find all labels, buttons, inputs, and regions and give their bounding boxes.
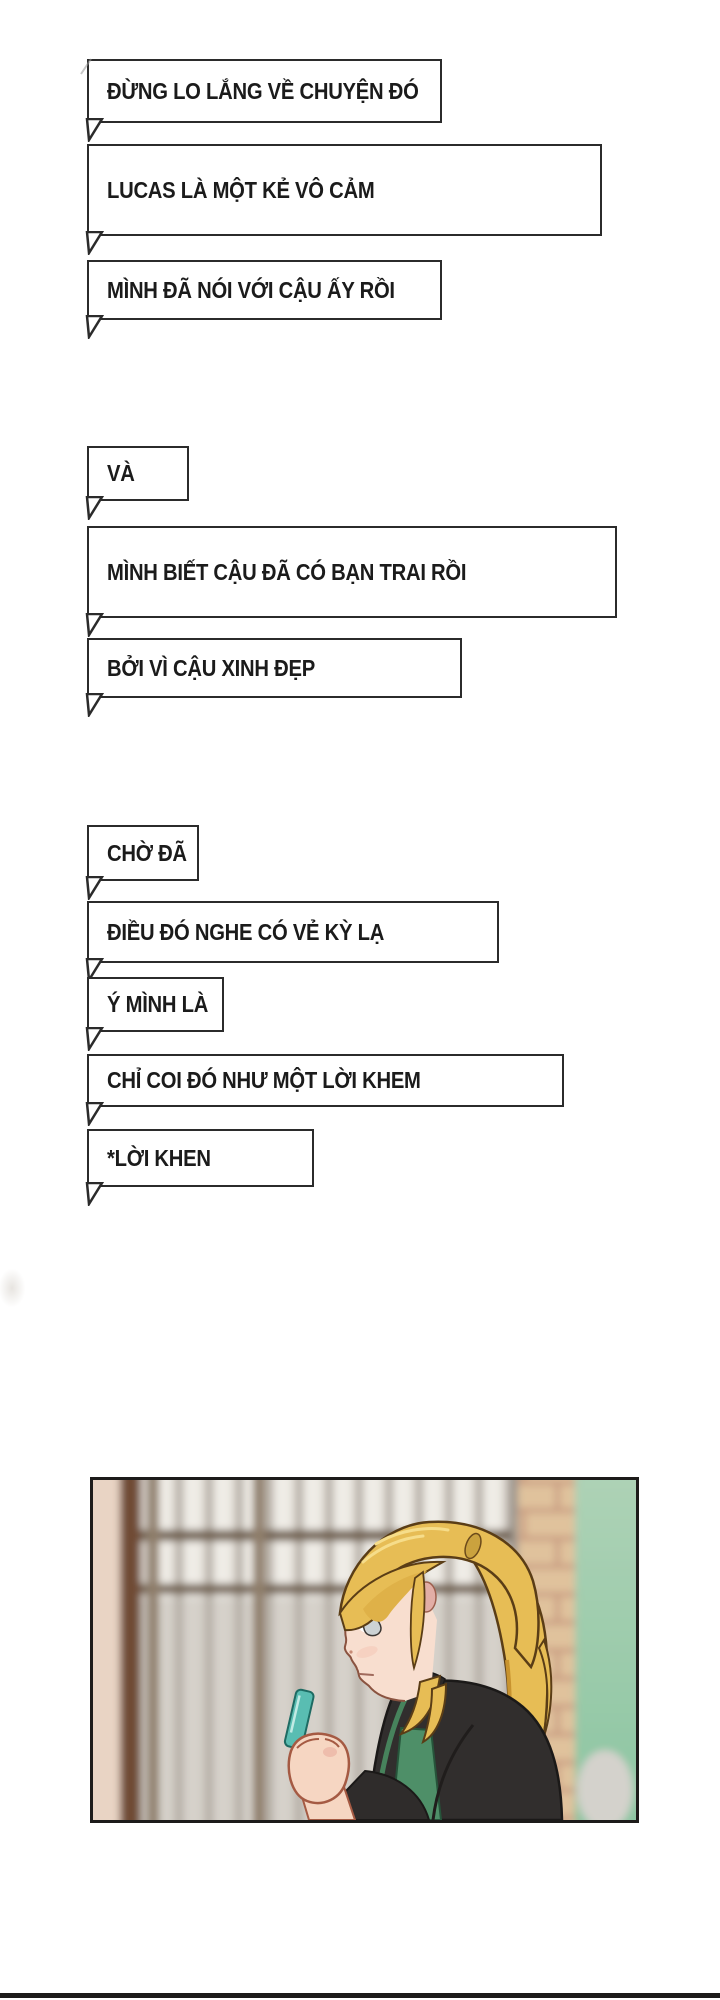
hair-highlight <box>361 1527 450 1564</box>
hair-tie <box>464 1532 482 1560</box>
bubble-tail <box>85 1102 105 1126</box>
speech-bubble: Ý MÌNH LÀ <box>85 977 224 1051</box>
bubble-tail <box>85 693 105 717</box>
next-panel-border <box>0 1993 720 1998</box>
speech-bubble: ĐỪNG LO LẮNG VỀ CHUYỆN ĐÓ <box>80 58 442 142</box>
panel-artwork <box>93 1480 636 1820</box>
shelf-post <box>148 1480 159 1820</box>
bubble-tail <box>85 496 105 520</box>
finger-lines <box>296 1738 340 1749</box>
speech-bubble: MÌNH ĐÃ NÓI VỚI CẬU ẤY RỒI <box>85 260 442 339</box>
bubble-text: ĐỪNG LO LẮNG VỀ CHUYỆN ĐÓ <box>107 77 419 104</box>
jacket-fold <box>431 1724 475 1820</box>
sleeve <box>337 1769 431 1820</box>
nostril <box>349 1650 353 1654</box>
phone-glint <box>289 1695 301 1733</box>
bubble-text: *LỜI KHEN <box>107 1144 211 1171</box>
speech-bubble: BỞI VÌ CẬU XINH ĐẸP <box>85 638 462 717</box>
mouth <box>359 1673 374 1676</box>
bubble-text: Ý MÌNH LÀ <box>107 991 209 1017</box>
comic-panel-illustration <box>90 1477 639 1823</box>
profile-line <box>343 1606 406 1702</box>
shelf-board <box>141 1584 513 1594</box>
bubble-text: MÌNH BIẾT CẬU ĐÃ CÓ BẠN TRAI RỒI <box>107 558 467 585</box>
bubble-tail <box>85 613 105 637</box>
bubble-tail <box>85 958 105 982</box>
speech-bubble: CHỜ ĐÃ <box>85 825 199 900</box>
bubble-tail <box>85 1027 105 1051</box>
knuckle-blush <box>323 1747 337 1757</box>
bubble-tail <box>85 231 105 255</box>
speech-bubble: ĐIỀU ĐÓ NGHE CÓ VẺ KỲ LẠ <box>85 901 499 982</box>
speech-bubble: *LỜI KHEN <box>85 1129 314 1206</box>
bubble-tail <box>85 1182 105 1206</box>
girl-character <box>283 1520 564 1820</box>
bubble-text: MÌNH ĐÃ NÓI VỚI CẬU ẤY RỒI <box>107 276 395 303</box>
shoulder-strand <box>421 1682 448 1745</box>
speech-bubble: VÀ <box>85 446 189 520</box>
bubble-text: CHỜ ĐÃ <box>107 839 187 866</box>
bubble-tail <box>85 876 105 900</box>
bubble-text: CHỈ COI ĐÓ NHƯ MỘT LỜI KHEM <box>107 1067 421 1093</box>
speech-bubble: MÌNH BIẾT CẬU ĐÃ CÓ BẠN TRAI RỒI <box>85 526 617 637</box>
shelf-post <box>253 1480 265 1820</box>
speech-bubble: CHỈ COI ĐÓ NHƯ MỘT LỜI KHEM <box>85 1054 564 1126</box>
bubble-tail <box>85 315 105 339</box>
bang-strand <box>363 1571 427 1622</box>
speech-bubble: LUCAS LÀ MỘT KẺ VÔ CẢM <box>85 144 602 255</box>
bubble-tail <box>85 118 105 142</box>
cheek-blush <box>356 1646 378 1658</box>
bubble-text: ĐIỀU ĐÓ NGHE CÓ VẺ KỲ LẠ <box>107 918 385 945</box>
bubble-text: LUCAS LÀ MỘT KẺ VÔ CẢM <box>107 176 375 203</box>
bubble-text: VÀ <box>107 460 135 486</box>
shelf-board <box>141 1530 513 1541</box>
background-object <box>577 1750 633 1820</box>
bubble-corner-mark <box>80 58 92 75</box>
print-smudge <box>0 1262 30 1314</box>
shelf-frame-bar <box>120 1480 142 1820</box>
ear-strand <box>409 1570 426 1672</box>
hand-fist <box>287 1732 351 1805</box>
bubble-text: BỞI VÌ CẬU XINH ĐẸP <box>107 654 315 681</box>
